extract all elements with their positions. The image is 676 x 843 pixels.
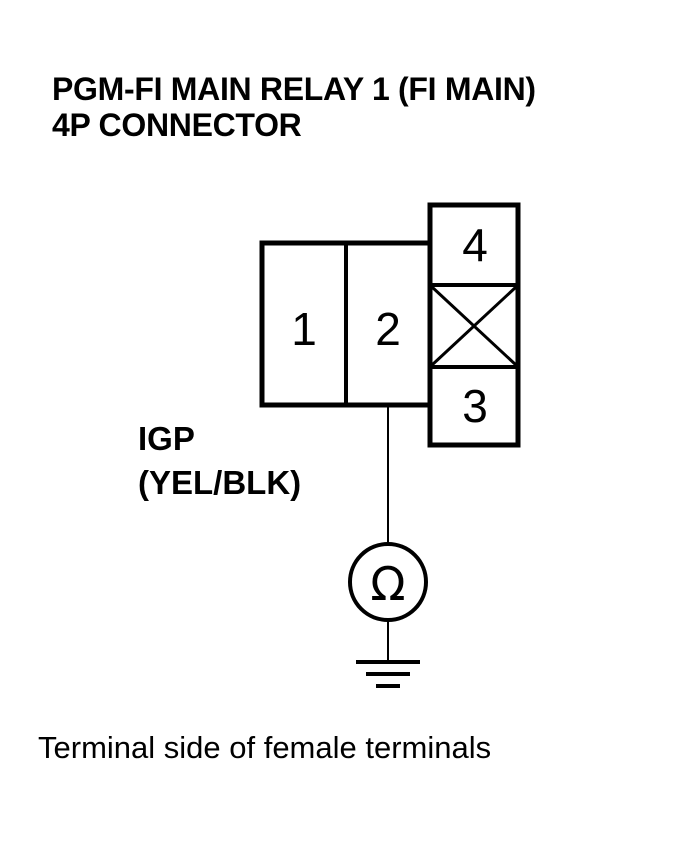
diagram-caption: Terminal side of female terminals <box>38 730 492 765</box>
diagram-title-line2: 4P CONNECTOR <box>52 107 302 143</box>
pin-2-label: 2 <box>375 303 401 355</box>
ground-icon <box>356 660 420 688</box>
diagram-title-line1: PGM-FI MAIN RELAY 1 (FI MAIN) <box>52 71 536 107</box>
connector-side-column <box>427 202 521 448</box>
blocked-cavity-x <box>430 285 518 367</box>
wire-color: (YEL/BLK) <box>138 464 302 501</box>
ohmmeter-icon: Ω <box>348 542 428 622</box>
pin-1-label: 1 <box>291 303 317 355</box>
pin-4-label: 4 <box>462 219 488 271</box>
ohm-symbol: Ω <box>370 557 405 611</box>
pin-3-label: 3 <box>462 380 488 432</box>
wire-name: IGP <box>138 420 195 457</box>
